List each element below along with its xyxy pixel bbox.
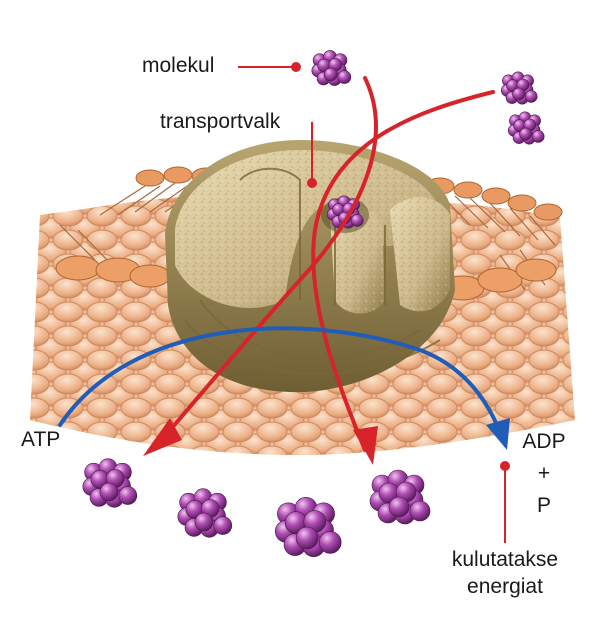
label-transportvalk: transportvalk [160, 110, 281, 133]
molecule-cluster-bottom-4 [369, 469, 431, 525]
arrow-heads [143, 418, 378, 465]
molecule-cluster-top [311, 50, 352, 86]
label-energy-line2: energiat [467, 575, 543, 598]
energy-arrowhead [486, 418, 510, 450]
label-molekul: molekul [142, 54, 215, 77]
arrowhead-left [143, 418, 182, 456]
label-p: P [536, 494, 551, 517]
molecule-cluster-top-right-1 [500, 71, 538, 105]
arrowhead-right [353, 426, 378, 465]
molecule-cluster-top-right-2 [507, 111, 545, 145]
molecule-cluster-bottom-3 [274, 496, 342, 558]
label-adp: ADP [522, 430, 566, 453]
energy-arrow [58, 326, 510, 450]
transport-arrows [158, 76, 495, 452]
label-plus: + [537, 462, 551, 485]
label-atp: ATP [21, 428, 61, 451]
molecule-clusters [82, 50, 545, 558]
molecule-cluster-bottom-2 [177, 488, 233, 538]
label-energy-line1: kulutatakse [451, 548, 559, 571]
molecule-cluster-bottom-1 [82, 458, 138, 508]
transport-arrow-right [311, 90, 495, 452]
label-pointers [238, 62, 510, 543]
phospholipid-tails [59, 182, 556, 291]
